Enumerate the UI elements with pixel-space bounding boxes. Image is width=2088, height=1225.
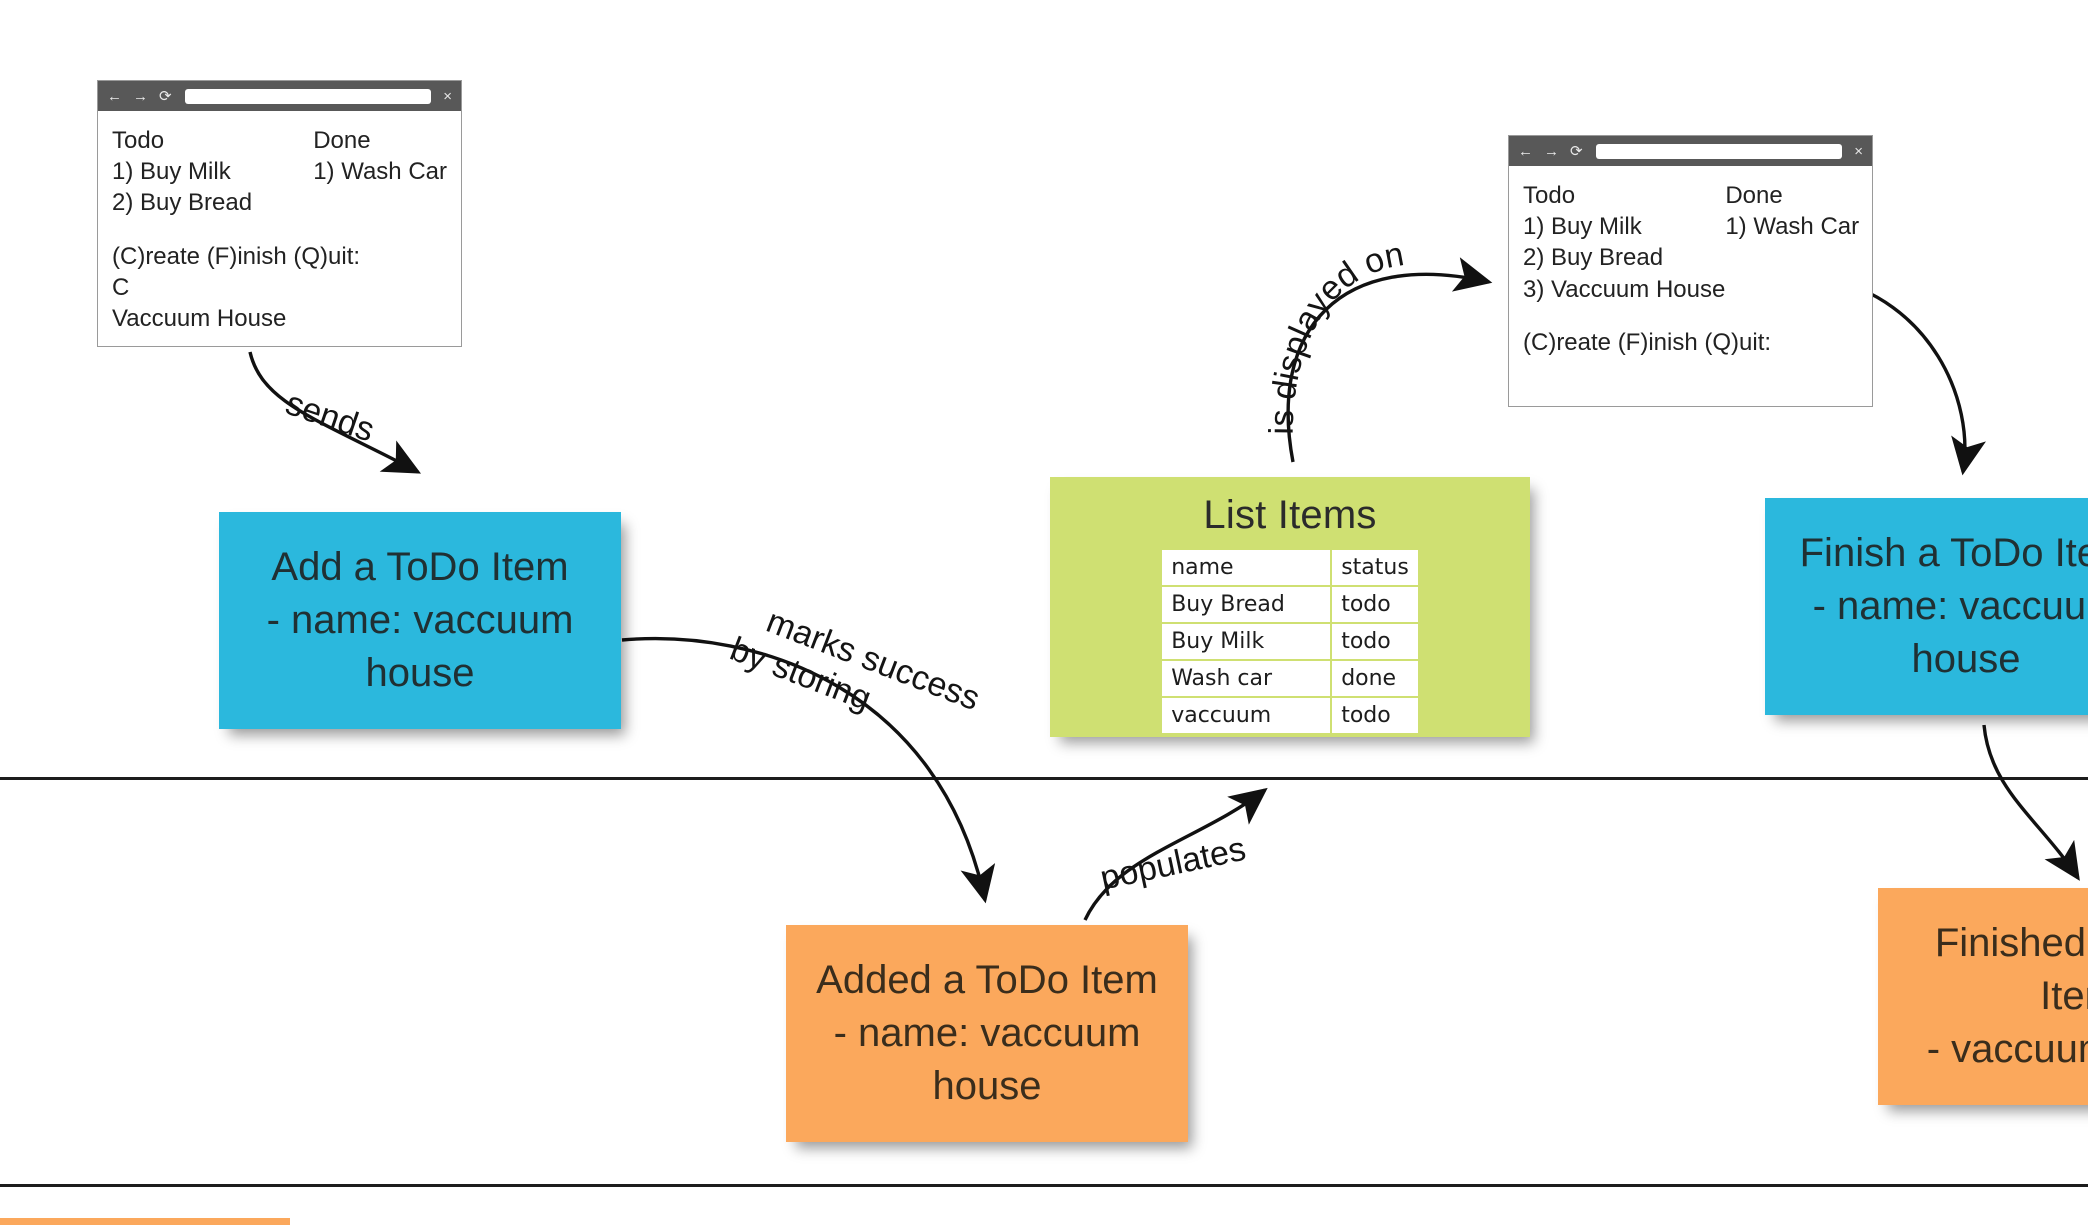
todo-item: 3) Vaccuum House bbox=[1523, 275, 1726, 303]
forward-icon[interactable]: → bbox=[133, 87, 148, 105]
swimlane-separator-2 bbox=[0, 1184, 2088, 1187]
cell-status: done bbox=[1332, 661, 1418, 696]
done-item: 1) Wash Car bbox=[1725, 213, 1860, 241]
command-field-name-cont: house bbox=[1911, 636, 2021, 681]
read-model-title: List Items bbox=[1203, 493, 1377, 537]
cell-status: todo bbox=[1332, 624, 1418, 659]
terminal-window-before[interactable]: ← → ⟳ × Todo 1) Buy Milk 2) Buy Bread Do… bbox=[97, 80, 462, 347]
todo-column-header: Todo bbox=[112, 127, 165, 154]
column-header-status: status bbox=[1332, 550, 1418, 585]
terminal-output: Todo 1) Buy Milk 2) Buy Bread Done 1) Wa… bbox=[98, 111, 461, 344]
command-field-name-cont: house bbox=[365, 650, 475, 695]
event-card-offscreen-bottom[interactable] bbox=[0, 1218, 290, 1225]
arrow-is-displayed-on bbox=[1286, 257, 1493, 463]
url-input[interactable] bbox=[184, 88, 432, 104]
event-card-finished-todo[interactable]: Finished a ToDo Item - vaccuum house bbox=[1878, 888, 2088, 1105]
cell-name: Buy Milk bbox=[1162, 624, 1331, 659]
forward-icon[interactable]: → bbox=[1544, 142, 1559, 160]
edge-label-is-displayed-on-text: is displayed on bbox=[1263, 235, 1407, 435]
back-icon[interactable]: ← bbox=[107, 87, 122, 105]
window-titlebar[interactable]: ← → ⟳ × bbox=[1509, 136, 1872, 166]
command-title: Add a ToDo Item bbox=[271, 545, 569, 590]
terminal-prompt: (C)reate (F)inish (Q)uit: bbox=[1523, 328, 1772, 356]
cell-name: Buy Bread bbox=[1162, 587, 1331, 622]
spacer bbox=[1523, 305, 1858, 327]
column-header-name: name bbox=[1162, 550, 1331, 585]
todo-item: 2) Buy Bread bbox=[112, 189, 253, 217]
event-title: Finished a ToDo bbox=[1934, 921, 2088, 966]
terminal-input-char: C bbox=[112, 273, 130, 301]
cell-name: Wash car bbox=[1162, 661, 1331, 696]
edge-label-is-displayed-on: is displayed on bbox=[1263, 235, 1407, 435]
table-row: Buy Milk todo bbox=[1162, 624, 1418, 659]
table-header-row: name status bbox=[1162, 550, 1418, 585]
event-card-added-todo[interactable]: Added a ToDo Item - name: vaccuum house bbox=[786, 925, 1188, 1142]
window-titlebar[interactable]: ← → ⟳ × bbox=[98, 81, 461, 111]
reload-icon[interactable]: ⟳ bbox=[1570, 142, 1583, 160]
edge-label-marks-success: marks success by storing bbox=[725, 602, 985, 756]
done-item: 1) Wash Car bbox=[313, 158, 447, 186]
command-card-finish-todo[interactable]: Finish a ToDo Item - name: vaccuum house bbox=[1765, 498, 2088, 715]
todo-item: 1) Buy Milk bbox=[1523, 213, 1642, 241]
event-field-name: - vaccuum house bbox=[1926, 1026, 2088, 1071]
arrow-finished bbox=[1982, 724, 2080, 881]
done-column-header: Done bbox=[313, 127, 371, 154]
todo-item: 1) Buy Milk bbox=[112, 158, 231, 186]
table-row: vaccuum todo bbox=[1162, 698, 1418, 733]
cell-status: todo bbox=[1332, 698, 1418, 733]
cell-name: vaccuum bbox=[1162, 698, 1331, 733]
command-card-add-todo[interactable]: Add a ToDo Item - name: vaccuum house bbox=[219, 512, 621, 729]
command-title: Finish a ToDo Item bbox=[1799, 531, 2088, 576]
edge-label-sends: sends bbox=[280, 384, 380, 450]
command-field-name: - name: vaccuum bbox=[266, 598, 574, 643]
event-field-name: - name: vaccuum bbox=[833, 1011, 1141, 1056]
table-row: Wash car done bbox=[1162, 661, 1418, 696]
swimlane-separator-1 bbox=[0, 777, 2088, 780]
event-title-cont: Item bbox=[2040, 974, 2088, 1019]
todo-item: 2) Buy Bread bbox=[1523, 244, 1664, 272]
spacer bbox=[112, 219, 447, 241]
edge-label-populates: populates bbox=[1096, 829, 1250, 898]
read-model-card-list-items[interactable]: List Items name status Buy Bread todo Bu… bbox=[1050, 477, 1530, 737]
list-items-table: name status Buy Bread todo Buy Milk todo… bbox=[1160, 548, 1420, 735]
close-icon[interactable]: × bbox=[1854, 142, 1863, 160]
event-title: Added a ToDo Item bbox=[816, 958, 1158, 1003]
terminal-prompt: (C)reate (F)inish (Q)uit: bbox=[112, 242, 361, 270]
done-column-header: Done bbox=[1725, 182, 1783, 209]
cell-status: todo bbox=[1332, 587, 1418, 622]
reload-icon[interactable]: ⟳ bbox=[159, 87, 172, 105]
command-field-name: - name: vaccuum bbox=[1812, 584, 2088, 629]
terminal-output: Todo 1) Buy Milk 2) Buy Bread 3) Vaccuum… bbox=[1509, 166, 1872, 368]
back-icon[interactable]: ← bbox=[1518, 142, 1533, 160]
close-icon[interactable]: × bbox=[443, 87, 452, 105]
table-row: Buy Bread todo bbox=[1162, 587, 1418, 622]
url-input[interactable] bbox=[1595, 143, 1843, 159]
event-field-name-cont: house bbox=[932, 1063, 1042, 1108]
terminal-input-value: Vaccuum House bbox=[112, 304, 287, 332]
todo-column-header: Todo bbox=[1523, 182, 1576, 209]
terminal-window-after[interactable]: ← → ⟳ × Todo 1) Buy Milk 2) Buy Bread 3)… bbox=[1508, 135, 1873, 407]
